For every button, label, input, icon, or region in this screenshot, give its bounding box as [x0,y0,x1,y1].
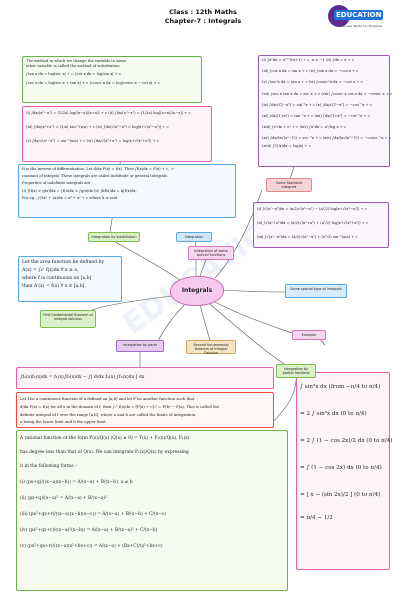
substitution-line: ∫sec x dx = log|sec x + tan x| + c ∫cose… [26,80,160,85]
substitution-line: The method in which we change the variab… [26,59,126,63]
chapter-title: Chapter-7 : Integrals [164,17,242,25]
indefinite-line: Properties of indefinite integrals are [22,181,91,186]
tag-integration-by-substitution: Integration by substitution [88,232,140,242]
partial-line: has degree less than that of Q(x). We ca… [20,450,189,455]
indefinite-line: (i) ∫[f(x) ± g(x)]dx = ∫f(x)dx ± ∫g(x)dx… [22,188,137,193]
example-line: = 2 ∫ sin²x dx (0 to π/4) [300,411,367,417]
partial-line: A rational function of the form P(x)/Q(x… [20,436,190,441]
tag-integration-special-functions: Integration of some special functions [188,246,234,260]
tag-integration-by-partial-fractions: Integration by partial fractions [276,364,316,378]
standard-line: (xi) ∫dx/(1+x²) = tan⁻¹x + c (xii) ∫dx/(… [262,114,370,119]
example-line: = π/4 − 1/2 [300,515,333,521]
tag-some-standard-integrals: Some Standard Integrals [266,178,312,192]
example-box: ∫ sin²x dx (from −π/4 to π/4) = 2 ∫ sin²… [296,372,393,570]
standard-integrals-box: (i) ∫xⁿdx = xⁿ⁺¹/(n+1) + c, n ≠ −1 (ii) … [258,55,393,167]
central-topic: Integrals [170,276,224,306]
tag-first-fundamental-theorem: First fundamental theorem of integral ca… [40,310,96,328]
partial-line: (iv) (px²+qx+r)/((x−a)²(x−b)) = A/(x−a) … [20,528,158,533]
definite-line: d/dx F(x) = f(x) for all x in the domain… [20,403,220,409]
sqrt-integrals-box: (i) ∫√(x²−a²)dx = (x/2)√(x²−a²) − (a²/2)… [253,202,389,248]
brand-logo: EDUCATION Success Starts For Students [328,5,392,28]
page-header: Class : 12th Maths Chapter-7 : Integrals [0,8,406,26]
area-line: Let the area function be defined by [22,260,105,265]
partial-line: (i) (px+q)/((x−a)(x−b)) = A/(x−a) + B/(x… [20,480,133,485]
example-line: = ∫ (1 − cos 2x) dx (0 to π/4) [300,465,382,471]
sqrt-line: (i) ∫√(x²−a²)dx = (x/2)√(x²−a²) − (a²/2)… [257,207,367,211]
sqrt-line: (iii) ∫√(a²−x²)dx = (x/2)√(a²−x²) + (a²/… [257,235,358,240]
partial-line: (ii) (px+q)/(x−a)² = A/(x−a) + B/(x−a)² [20,496,107,501]
special-integrals-box: (i) ∫dx/(x²−a²) = (1/2a) log|(x−a)/(x+a)… [22,106,212,162]
substitution-line: ∫tan x dx = log|sec x| + c ∫cot x dx = l… [26,72,122,77]
special-line: (iii) ∫dx/(x²+a²) = (1/a) tan⁻¹(x/a) + c… [26,125,169,130]
special-line: (i) ∫dx/(x²−a²) = (1/2a) log|(x−a)/(x+a)… [26,111,191,115]
indefinite-line: For eg : ∫(3x² + 2x)dx = x³ + x² + c whe… [22,195,119,200]
standard-line: (i) ∫xⁿdx = xⁿ⁺¹/(n+1) + c, n ≠ −1 (ii) … [262,58,354,62]
standard-line: (xv) ∫dx/(x√(x²−1)) = sec⁻¹x + c (xvi) ∫… [262,136,391,141]
area-line: then A′(x) = f(x) ∀ x ∈ [a,b]. [22,284,86,289]
example-line: = [ x − (sin 2x)/2 ] (0 to π/4) [300,492,381,498]
substitution-box: The method in which we change the variab… [22,56,202,103]
area-line: A(x) = ∫ₐˣ f(x)dx ∀ x ≥ a, [22,268,79,273]
definite-integral-box: Let f be a continuous function of x defi… [16,392,274,428]
tag-second-fundamental-theorem: Second fundamental theorem of integral C… [186,340,236,355]
substitution-line: other variable is called the method of s… [26,64,120,69]
integration-by-parts-box: ∫f₁(x)f₂(x)dx = f₁(x)∫f₂(x)dx − ∫[ d/dx … [16,367,274,389]
definite-line: a being the lower limit and b the upper … [20,419,107,425]
standard-line: (xvii) ∫(1/x)dx = log|x| + c [262,143,311,148]
indefinite-integral-box: It is the inverse of differentiation. Le… [18,164,236,218]
standard-line: (iii) ∫cos x dx = sin x + c (iv) ∫sin x … [262,69,359,74]
logo-tagline: Success Starts For Students [340,24,382,28]
example-line: = 2 ∫ (1 − cos 2x)/2 dx (0 to π/4) [300,438,393,444]
tag-integration-by-parts: Integration by parts [116,340,164,352]
definite-line: definite integral of f over the range [a… [20,411,197,417]
indefinite-line: constant of integral. These integrals ar… [22,174,169,179]
sqrt-line: (ii) ∫√(x²+a²)dx = (x/2)√(x²+a²) + (a²/2… [257,221,369,226]
example-line: ∫ sin²x dx (from −π/4 to π/4) [300,384,381,390]
logo-wordmark: EDUCATION [334,10,384,20]
standard-line: (vii) ∫sec x tan x dx = sec x + c (viii)… [262,91,393,96]
partial-fractions-box: A rational function of the form P(x)/Q(x… [16,430,288,591]
definite-line: Let f be a continuous function of x defi… [20,396,195,401]
indefinite-line: It is the inverse of differentiation. Le… [22,167,175,171]
standard-line: (ix) ∫dx/√(1−x²) = sin⁻¹x + c (x) ∫dx/√(… [262,102,372,107]
tag-some-special-type: Some special type of integrals [285,284,347,298]
partial-line: (v) (px²+qx+r)/((x−a)(x²+bx+c)) = A/(x−a… [20,544,163,549]
partial-line: (iii) (px²+qx+r)/((x−a)(x−b)(x−c)) = A/(… [20,512,167,517]
class-title: Class : 12th Maths [169,8,237,16]
partial-line: it in the following forms – [20,464,78,469]
standard-line: (xiii) ∫eˣdx = eˣ + c (xiv) ∫aˣdx = aˣ/l… [262,125,347,130]
standard-line: (v) ∫sec²x dx = tan x + c (vi) ∫cosec²x … [262,80,363,85]
parts-formula: ∫f₁(x)f₂(x)dx = f₁(x)∫f₂(x)dx − ∫[ d/dx … [20,375,145,380]
area-line: where f is continuous on [a,b] [22,276,92,281]
area-function-box: Let the area function be defined by A(x)… [18,256,122,302]
tag-example: Example [292,330,326,340]
special-line: (v) ∫dx/√(a²−x²) = sin⁻¹(x/a) + c (vi) ∫… [26,139,160,144]
tag-integration: Integration [176,232,212,242]
